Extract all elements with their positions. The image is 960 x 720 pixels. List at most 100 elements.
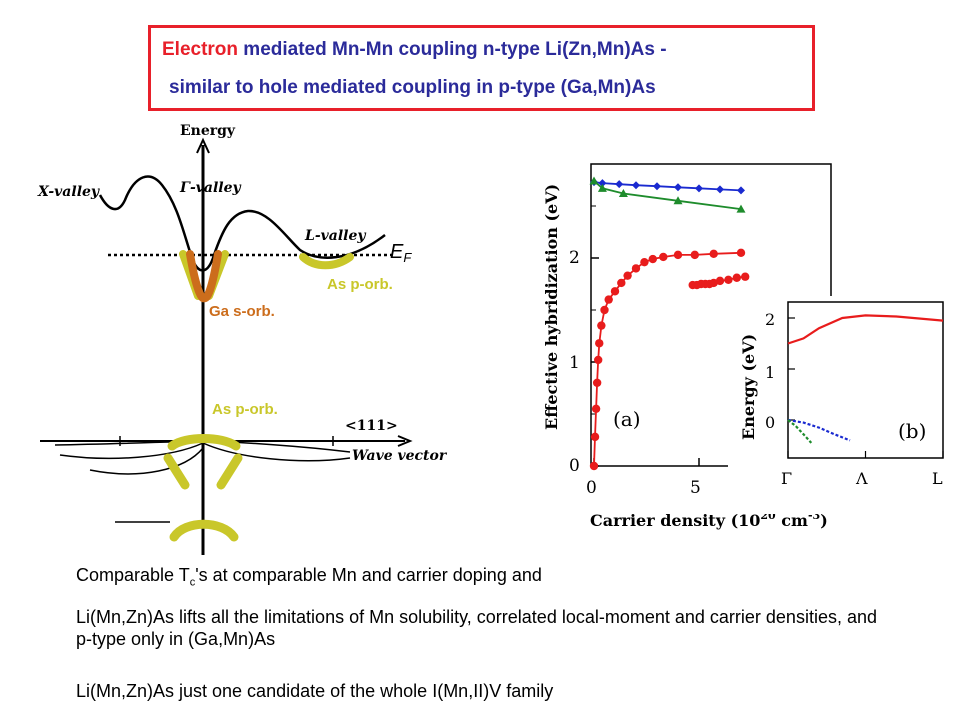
- data-point: [673, 250, 683, 260]
- conduction-band-curve: [98, 175, 386, 272]
- inset-series-0: [787, 314, 944, 345]
- as-p-orbital-valence-arc: [167, 434, 241, 451]
- text-line-candidate: Li(Mn,Zn)As just one candidate of the wh…: [76, 681, 554, 701]
- data-point: [716, 185, 724, 194]
- data-point: [705, 279, 714, 289]
- data-point: [659, 252, 668, 262]
- data-point: [732, 273, 741, 282]
- panel-a-label: (a): [613, 407, 641, 431]
- data-point: [598, 179, 607, 188]
- series-line-2: [593, 251, 742, 467]
- as-p-orbital-valence-right: [216, 453, 243, 490]
- inset-xtick-lambda: Λ: [855, 469, 868, 488]
- fermi-energy-label: EF: [390, 241, 412, 265]
- data-point: [623, 271, 632, 280]
- data-point: [595, 339, 604, 348]
- data-point: [715, 276, 725, 286]
- xtick-0: 0: [586, 478, 597, 498]
- as-p-orbital-lower-arc: [169, 519, 239, 542]
- inset-xtick-l: L: [932, 469, 943, 488]
- hybridization-ylabel: Effective hybridization (eV): [542, 184, 561, 430]
- data-point: [590, 432, 600, 442]
- inset-series-2: [787, 419, 813, 444]
- title-line-2: similar to hole mediated coupling in p-t…: [169, 77, 656, 98]
- valence-band-curve-2: [59, 442, 351, 462]
- title-line-1: Electron mediated Mn-Mn coupling n-type …: [151, 39, 823, 61]
- data-point: [615, 180, 624, 189]
- data-point: [696, 279, 706, 289]
- text-line-limitations: Li(Mn,Zn)As lifts all the limitations of…: [76, 607, 877, 649]
- inset-ylabel: Energy (eV): [739, 334, 758, 440]
- data-point: [674, 183, 682, 192]
- ytick-0: 0: [569, 456, 580, 476]
- title-box: Electron mediated Mn-Mn coupling n-type …: [148, 25, 815, 111]
- inset-ytick-1: 1: [765, 363, 775, 382]
- data-point: [589, 461, 599, 471]
- data-point: [737, 186, 745, 195]
- wave-vector-label: Wave vector: [352, 448, 448, 464]
- data-point: [594, 355, 603, 365]
- data-point: [597, 321, 606, 330]
- panel-b-label: (b): [898, 419, 926, 443]
- xtick-5: 5: [690, 478, 701, 498]
- data-point: [592, 378, 602, 387]
- series-line-3: [692, 275, 746, 286]
- ga-s-orbital-gamma-valley: [186, 250, 222, 303]
- data-point: [589, 176, 599, 185]
- data-point: [709, 249, 718, 259]
- data-point: [673, 196, 683, 205]
- data-point: [653, 182, 661, 191]
- data-point: [590, 178, 598, 187]
- ytick-2: 2: [569, 248, 580, 268]
- inset-ytick-2: 2: [765, 310, 775, 329]
- inset-series-1: [787, 418, 851, 442]
- inset-xtick-gamma: Γ: [781, 469, 792, 488]
- hybridization-plot-frame: [590, 163, 832, 467]
- as-p-orb-label-upper: As p-orb.: [327, 276, 393, 293]
- data-point: [597, 183, 607, 192]
- text-line-comparable-tc: Comparable Tc's at comparable Mn and car…: [76, 565, 542, 589]
- title-line-1-rest: mediated Mn-Mn coupling n-type Li(Zn,Mn)…: [238, 39, 667, 60]
- gamma-valley-label: Γ-valley: [179, 180, 242, 196]
- valence-band-curve-3: [89, 447, 204, 475]
- l-valley-label: L-valley: [304, 228, 366, 244]
- band-structure-diagram: Energy X-valley Γ-valley L-valley EF As …: [37, 123, 448, 555]
- x-valley-label: X-valley: [37, 184, 100, 200]
- data-point: [690, 250, 699, 260]
- data-point: [736, 248, 746, 257]
- data-point: [610, 287, 620, 296]
- data-point: [632, 181, 640, 190]
- data-point: [618, 189, 628, 198]
- ytick-1: 1: [569, 353, 580, 373]
- data-point: [617, 278, 626, 288]
- hybridization-tick-group: [591, 205, 700, 467]
- data-point: [736, 204, 746, 213]
- as-p-orbital-arc-l-valley: [299, 253, 354, 270]
- data-point: [724, 275, 733, 285]
- data-point: [688, 280, 697, 290]
- data-point: [640, 257, 649, 267]
- data-point: [591, 404, 601, 413]
- ga-s-orb-label: Ga s-orb.: [209, 303, 275, 320]
- inset-marks: [787, 314, 944, 458]
- hybridization-xlabel: Carrier density (1020 cm-3): [590, 509, 828, 530]
- direction-111-label: <111>: [345, 418, 398, 434]
- data-point: [631, 264, 641, 273]
- data-point: [695, 184, 703, 193]
- inset-background: [728, 296, 960, 514]
- as-p-orbital-valence-left: [163, 453, 190, 490]
- data-point: [741, 272, 750, 281]
- energy-axis-label: Energy: [180, 123, 236, 139]
- data-point: [604, 295, 613, 304]
- series-line-1: [593, 180, 742, 210]
- wave-vector-arrow: [397, 435, 413, 447]
- inset-frame: [787, 301, 944, 459]
- data-point: [600, 305, 609, 315]
- data-point: [648, 254, 657, 264]
- data-point: [692, 280, 702, 290]
- title-electron-word: Electron: [162, 39, 239, 60]
- data-point: [701, 279, 710, 289]
- series-line-0: [593, 181, 742, 192]
- energy-axis-arrow: [196, 137, 210, 154]
- as-p-orb-label-lower: As p-orb.: [212, 401, 278, 418]
